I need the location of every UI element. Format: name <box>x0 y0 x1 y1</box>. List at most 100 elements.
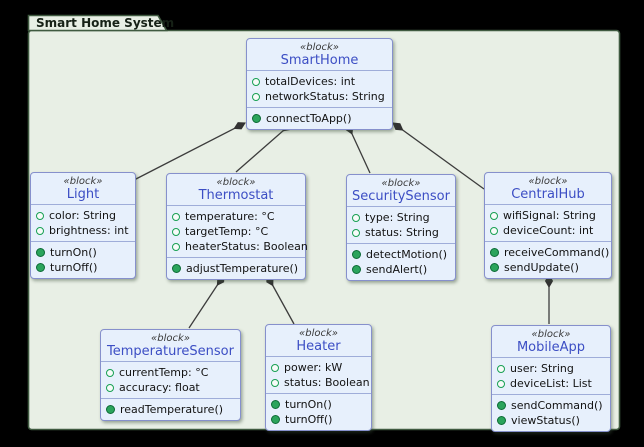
attribute-text: temperature: °C <box>185 210 275 223</box>
operation-icon <box>497 401 506 410</box>
attribute-icon <box>352 213 360 222</box>
attribute-text: currentTemp: °C <box>119 366 209 379</box>
operations-compartment: turnOn() turnOff() <box>31 241 135 278</box>
block-header: «block» SecuritySensor <box>347 175 455 206</box>
attribute-row: status: String <box>352 225 450 240</box>
attribute-text: accuracy: float <box>119 381 200 394</box>
operation-text: turnOn() <box>285 398 332 411</box>
attribute-row: targetTemp: °C <box>172 224 300 239</box>
operations-compartment: adjustTemperature() <box>167 257 305 279</box>
stereotype-label: «block» <box>300 42 339 53</box>
connector-thermostat-temperaturesensor <box>188 274 225 329</box>
stereotype-label: «block» <box>299 328 338 339</box>
stereotype-label: «block» <box>151 333 190 344</box>
attribute-icon <box>172 242 180 251</box>
attribute-row: networkStatus: String <box>252 89 387 104</box>
block-name: CentralHub <box>511 187 585 202</box>
attribute-icon <box>36 211 44 220</box>
attribute-row: heaterStatus: Boolean <box>172 239 308 254</box>
operation-row: receiveCommand() <box>490 245 609 260</box>
operation-text: turnOff() <box>285 413 333 426</box>
operation-text: turnOn() <box>50 246 97 259</box>
operation-icon <box>271 415 280 424</box>
block-centralhub[interactable]: «block» CentralHub wifiSignal: String de… <box>484 172 612 279</box>
stereotype-label: «block» <box>531 329 571 340</box>
attribute-row: user: String <box>497 361 605 376</box>
attribute-row: brightness: int <box>36 223 130 238</box>
operation-icon <box>497 416 506 425</box>
operations-compartment: turnOn() turnOff() <box>266 393 371 430</box>
operation-text: viewStatus() <box>511 414 580 427</box>
operations-compartment: connectToApp() <box>247 107 392 129</box>
operation-text: readTemperature() <box>120 403 224 416</box>
block-header: «block» Heater <box>266 325 371 356</box>
block-smarthome[interactable]: «block» SmartHome totalDevices: int netw… <box>246 38 393 130</box>
stereotype-label: «block» <box>63 176 103 187</box>
block-header: «block» MobileApp <box>492 326 610 357</box>
attribute-icon <box>490 226 498 235</box>
block-temperaturesensor[interactable]: «block» TemperatureSensor currentTemp: °… <box>100 329 241 421</box>
package-title: Smart Home System <box>36 16 175 30</box>
operations-compartment: sendCommand() viewStatus() <box>492 394 610 431</box>
operations-compartment: readTemperature() <box>101 398 240 420</box>
connector-thermostat-heater <box>266 274 295 325</box>
operation-row: sendAlert() <box>352 262 450 277</box>
attribute-row: type: String <box>352 210 450 225</box>
attribute-text: heaterStatus: Boolean <box>185 240 308 253</box>
block-name: Light <box>66 187 100 202</box>
operation-text: connectToApp() <box>266 112 352 125</box>
package-tab <box>27 14 168 32</box>
attribute-icon <box>271 378 279 387</box>
operation-icon <box>490 263 499 272</box>
block-header: «block» TemperatureSensor <box>101 330 240 361</box>
attribute-row: totalDevices: int <box>252 74 387 89</box>
connectors-layer <box>133 122 554 329</box>
attributes-compartment: totalDevices: int networkStatus: String <box>247 70 392 107</box>
attribute-icon <box>172 212 180 221</box>
block-header: «block» SmartHome <box>247 39 392 70</box>
block-header: «block» CentralHub <box>485 173 611 204</box>
block-name: MobileApp <box>516 340 586 355</box>
attributes-compartment: power: kW status: Boolean <box>266 356 371 393</box>
attributes-compartment: user: String deviceList: List <box>492 357 610 394</box>
block-heater[interactable]: «block» Heater power: kW status: Boolean… <box>265 324 372 431</box>
operation-icon <box>271 400 280 409</box>
operation-row: sendUpdate() <box>490 260 606 275</box>
operation-row: turnOn() <box>271 397 366 412</box>
operation-icon <box>106 405 115 414</box>
operation-row: turnOff() <box>271 412 366 427</box>
operation-text: sendAlert() <box>366 263 428 276</box>
operation-row: detectMotion() <box>352 247 450 262</box>
attribute-text: power: kW <box>284 361 343 374</box>
attribute-row: color: String <box>36 208 130 223</box>
attribute-icon <box>497 364 505 373</box>
block-light[interactable]: «block» Light color: String brightness: … <box>30 172 136 279</box>
attribute-icon <box>106 383 114 392</box>
attribute-icon <box>172 227 180 236</box>
attributes-compartment: wifiSignal: String deviceCount: int <box>485 204 611 241</box>
attribute-icon <box>497 379 505 388</box>
attribute-row: temperature: °C <box>172 209 300 224</box>
attribute-icon <box>352 228 360 237</box>
operation-row: adjustTemperature() <box>172 261 300 276</box>
block-mobileapp[interactable]: «block» MobileApp user: String deviceLis… <box>491 325 611 432</box>
operation-icon <box>172 264 181 273</box>
operation-icon <box>36 263 45 272</box>
operation-row: turnOff() <box>36 260 130 275</box>
stereotype-label: «block» <box>528 176 568 187</box>
operation-row: sendCommand() <box>497 398 605 413</box>
connector-smarthome-thermostat <box>235 122 293 173</box>
operation-text: sendUpdate() <box>504 261 579 274</box>
block-thermostat[interactable]: «block» Thermostat temperature: °C targe… <box>166 173 308 280</box>
operation-icon <box>36 248 45 257</box>
connector-smarthome-light <box>133 122 246 181</box>
attribute-text: wifiSignal: String <box>503 209 596 222</box>
operation-row: viewStatus() <box>497 413 605 428</box>
block-securitysensor[interactable]: «block» SecuritySensor type: String stat… <box>346 174 456 281</box>
attribute-text: status: Boolean <box>284 376 370 389</box>
operation-text: detectMotion() <box>366 248 448 261</box>
attribute-text: targetTemp: °C <box>185 225 269 238</box>
attribute-text: user: String <box>510 362 574 375</box>
block-name: Thermostat <box>198 188 274 203</box>
operation-text: turnOff() <box>50 261 98 274</box>
